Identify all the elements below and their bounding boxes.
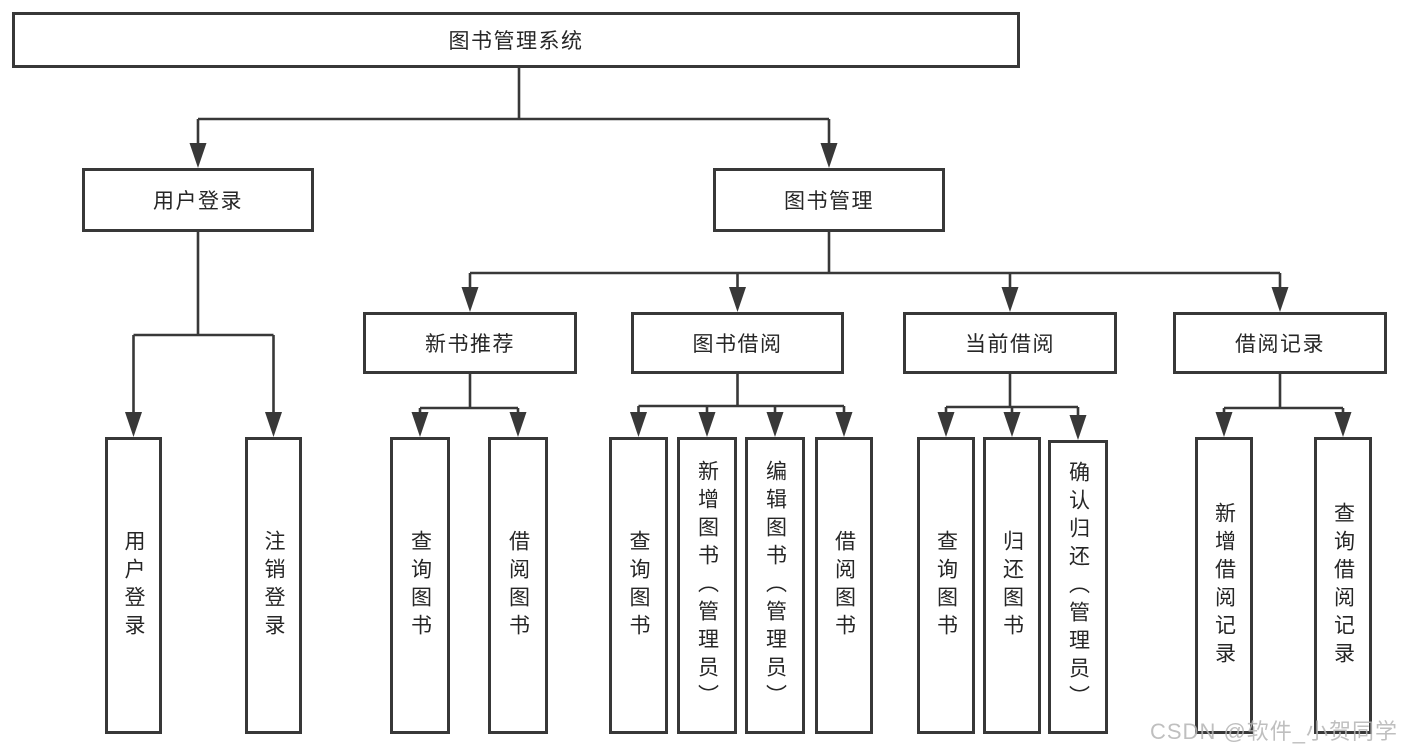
arrowhead-icon [461, 287, 479, 312]
node-label: 新增图书（管理员） [695, 459, 719, 712]
node-label: 借阅图书 [506, 529, 530, 642]
node-book-management: 图书管理 [713, 168, 945, 232]
arrowhead-icon [698, 412, 716, 437]
leaf-borrow-edit-books-admin: 编辑图书（管理员） [745, 437, 805, 734]
arrowhead-icon [1069, 415, 1087, 440]
node-label: 图书借阅 [692, 333, 783, 356]
leaf-recommend-borrow-books: 借阅图书 [488, 437, 548, 734]
node-label: 借阅图书 [832, 529, 856, 642]
node-label: 借阅记录 [1235, 333, 1325, 356]
arrowhead-icon [189, 143, 207, 168]
node-label: 新增借阅记录 [1212, 501, 1236, 670]
leaf-records-add-borrow-record: 新增借阅记录 [1195, 437, 1253, 734]
node-label: 注销登录 [262, 529, 285, 642]
leaf-borrow-borrow-books: 借阅图书 [815, 437, 873, 734]
node-borrowing-records: 借阅记录 [1173, 312, 1387, 374]
node-label: 图书管理系统 [448, 30, 584, 53]
node-label: 查询借阅记录 [1331, 501, 1355, 670]
node-library-management-system: 图书管理系统 [12, 12, 1020, 68]
node-label: 用户登录 [122, 529, 145, 642]
node-current-borrowing: 当前借阅 [903, 312, 1117, 374]
leaf-logout: 注销登录 [245, 437, 302, 734]
arrowhead-icon [766, 412, 784, 437]
arrowhead-icon [729, 287, 746, 312]
leaf-current-query-books: 查询图书 [917, 437, 975, 734]
leaf-records-query-borrow-record: 查询借阅记录 [1314, 437, 1372, 734]
leaf-user-login: 用户登录 [105, 437, 162, 734]
leaf-borrow-query-books: 查询图书 [609, 437, 668, 734]
arrowhead-icon [1001, 287, 1019, 312]
node-label: 查询图书 [408, 529, 432, 642]
arrowhead-icon [411, 412, 429, 437]
watermark: CSDN @软件_小贺同学 [1150, 719, 1399, 744]
node-label: 查询图书 [627, 529, 650, 642]
arrowhead-icon [509, 412, 527, 437]
node-label: 归还图书 [1000, 529, 1024, 642]
node-book-borrowing: 图书借阅 [631, 312, 844, 374]
arrowhead-icon [630, 412, 647, 437]
arrowhead-icon [820, 143, 838, 168]
arrowhead-icon [265, 412, 282, 437]
node-label: 图书管理 [784, 190, 874, 213]
leaf-current-confirm-return-admin: 确认归还（管理员） [1048, 440, 1108, 734]
node-label: 确认归还（管理员） [1066, 461, 1090, 713]
arrowhead-icon [937, 412, 955, 437]
leaf-current-return-books: 归还图书 [983, 437, 1041, 734]
arrowhead-icon [1271, 287, 1289, 312]
node-label: 编辑图书（管理员） [763, 459, 787, 712]
arrowhead-icon [835, 412, 853, 437]
arrowhead-icon [125, 412, 142, 437]
arrowhead-icon [1334, 412, 1352, 437]
leaf-recommend-query-books: 查询图书 [390, 437, 450, 734]
node-label: 查询图书 [934, 529, 958, 642]
node-user-login: 用户登录 [82, 168, 314, 232]
node-label: 当前借阅 [965, 333, 1055, 356]
leaf-borrow-add-books-admin: 新增图书（管理员） [677, 437, 737, 734]
arrowhead-icon [1215, 412, 1233, 437]
arrowhead-icon [1003, 412, 1021, 437]
node-new-book-recommendation: 新书推荐 [363, 312, 577, 374]
node-label: 新书推荐 [425, 333, 515, 356]
node-label: 用户登录 [153, 190, 243, 213]
